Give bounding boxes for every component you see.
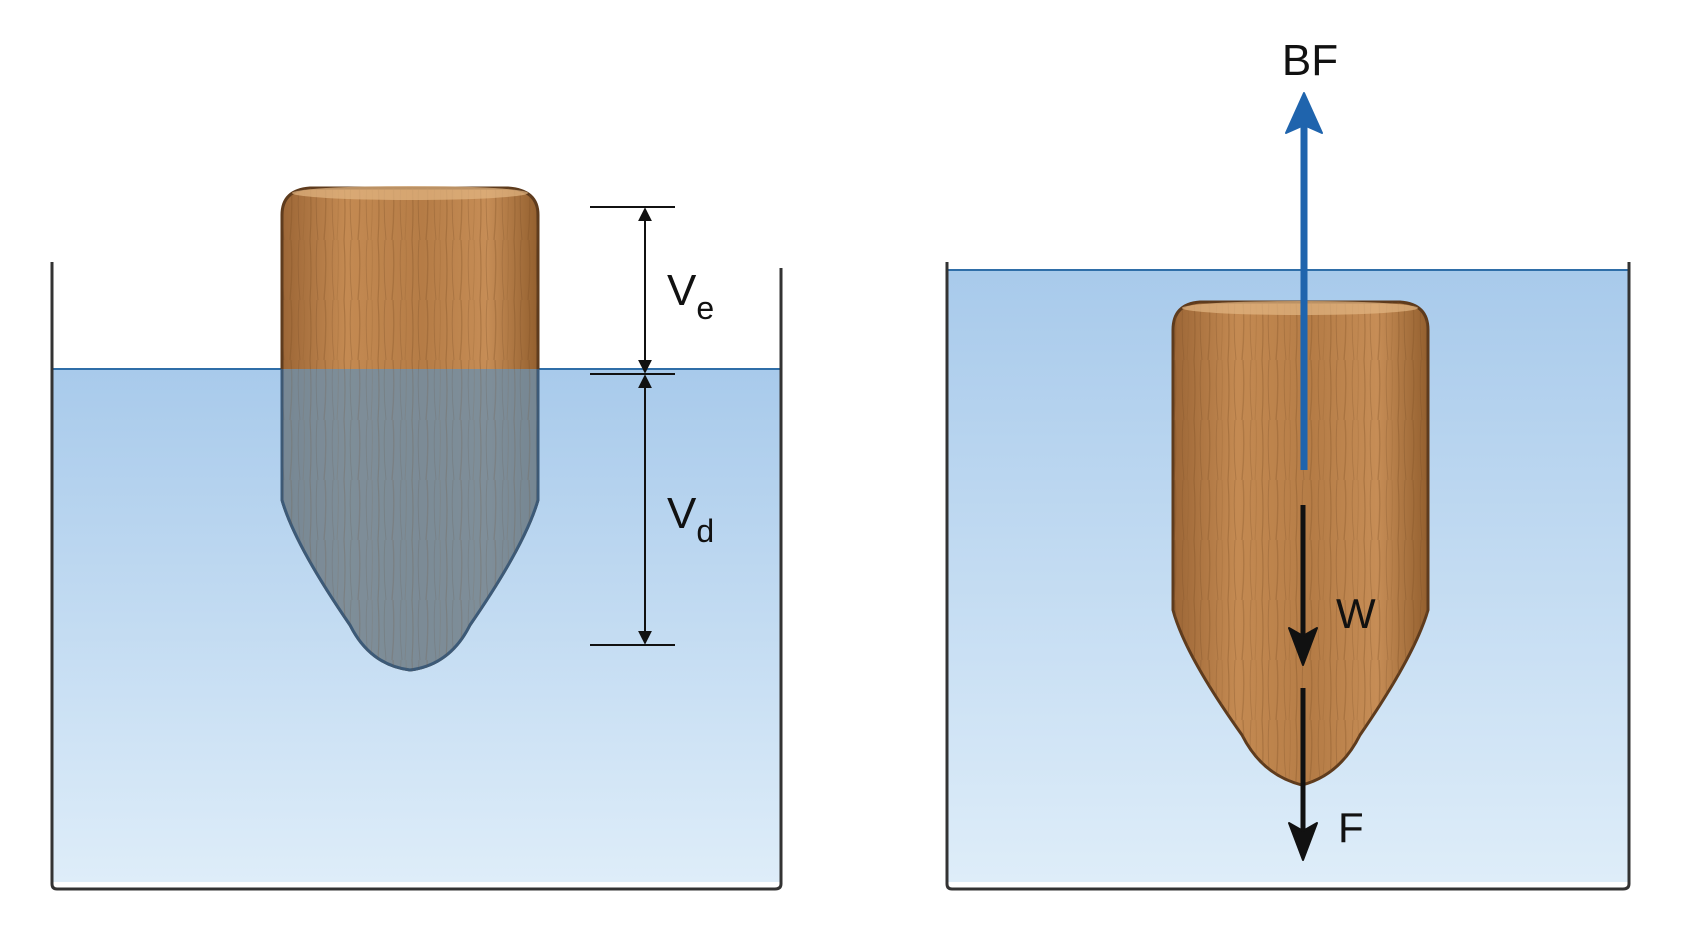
left-panel: Ve Vd [50, 186, 783, 891]
left-container [50, 262, 783, 891]
label-w: W [1336, 590, 1376, 637]
right-container [945, 262, 1631, 891]
label-ve: Ve [667, 266, 714, 326]
label-vd: Vd [667, 489, 714, 549]
dimension-vd [590, 374, 675, 646]
left-wooden-object [280, 186, 540, 672]
label-f: F [1338, 804, 1364, 851]
applied-force-arrow [1288, 688, 1318, 861]
label-bf: BF [1282, 36, 1338, 85]
weight-arrow [1288, 505, 1318, 666]
right-panel: BF W F [945, 36, 1631, 891]
buoyant-force-arrow [1285, 92, 1323, 470]
dimension-ve [590, 206, 675, 375]
